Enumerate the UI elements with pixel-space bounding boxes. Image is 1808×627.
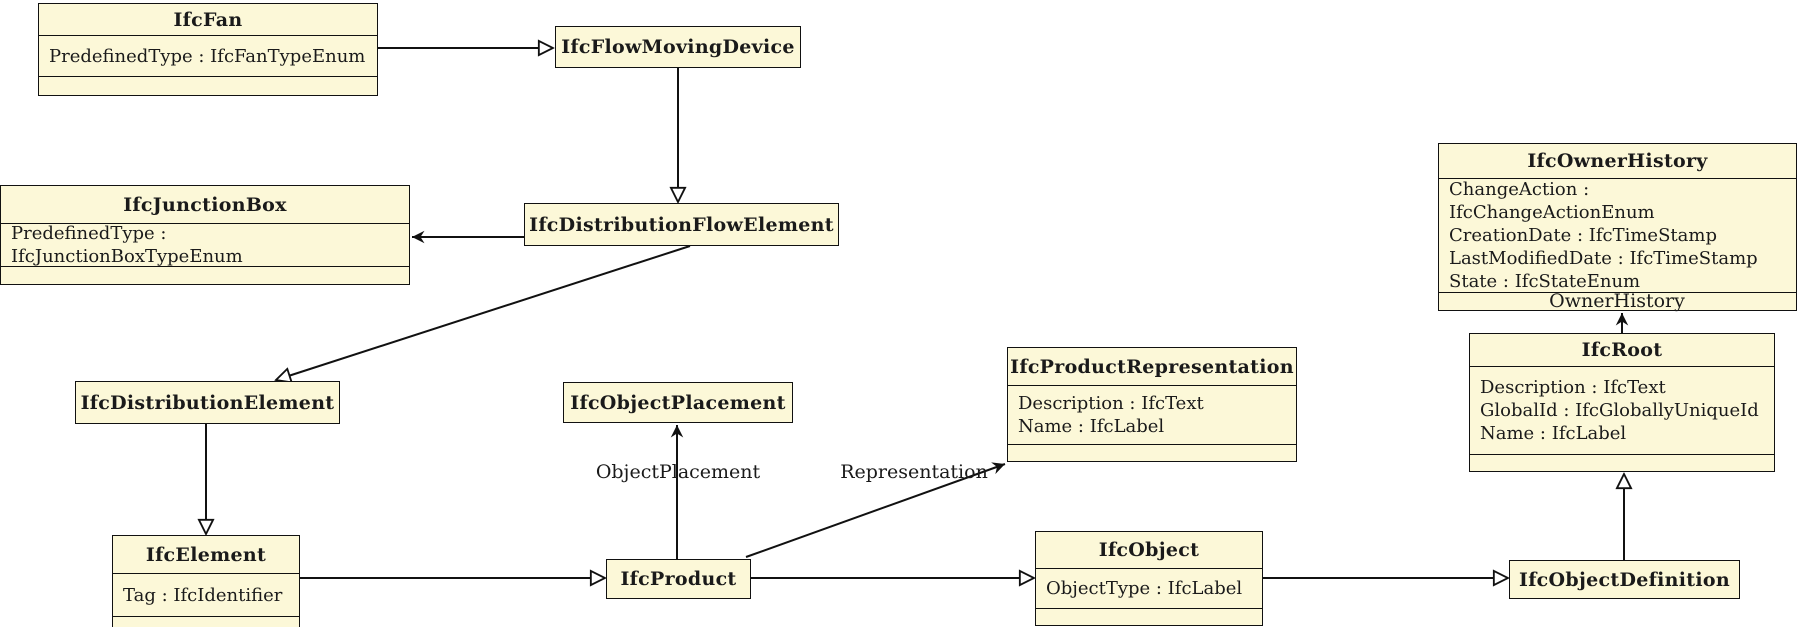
class-attribute: Tag : IfcIdentifier: [123, 584, 283, 606]
edge-label-representation: Representation: [840, 461, 988, 483]
class-ifcflowmovingdevice: IfcFlowMovingDevice: [555, 26, 801, 68]
class-attribute: Name : IfcLabel: [1480, 423, 1627, 444]
class-title: IfcProduct: [620, 568, 737, 590]
class-attributes: PredefinedType : IfcJunctionBoxTypeEnum: [1, 223, 409, 267]
class-ifcobjectdefinition: IfcObjectDefinition: [1509, 560, 1740, 599]
class-attributes: ChangeAction : IfcChangeActionEnum Creat…: [1439, 178, 1796, 292]
edge-ifcdistributionflowelement-ifcdistributionelement: [276, 245, 691, 380]
empty-compartment: [1470, 454, 1774, 471]
class-ifcroot: IfcRoot Description : IfcText GlobalId :…: [1469, 333, 1775, 472]
class-attribute: LastModifiedDate : IfcTimeStamp: [1449, 248, 1758, 269]
class-attributes: PredefinedType : IfcFanTypeEnum: [39, 35, 377, 76]
class-title: IfcObjectDefinition: [1519, 568, 1730, 591]
class-title: IfcObject: [1098, 539, 1200, 561]
class-attribute: State : IfcStateEnum: [1449, 271, 1641, 292]
class-attribute: Description : IfcText: [1480, 377, 1666, 398]
class-ifcproductrepresentation: IfcProductRepresentation Description : I…: [1007, 347, 1297, 462]
class-attributes: Description : IfcText GlobalId : IfcGlob…: [1470, 366, 1774, 454]
class-attributes: Description : IfcText Name : IfcLabel: [1008, 385, 1296, 444]
class-ifcfan: IfcFan PredefinedType : IfcFanTypeEnum: [38, 3, 378, 96]
class-title: IfcDistributionElement: [80, 391, 335, 414]
empty-compartment: [39, 76, 377, 95]
class-title: IfcFlowMovingDevice: [561, 36, 795, 58]
class-attribute: GlobalId : IfcGloballyUniqueId: [1480, 400, 1759, 421]
class-attribute: ObjectType : IfcLabel: [1046, 578, 1243, 599]
class-attributes: ObjectType : IfcLabel: [1036, 568, 1262, 608]
class-title: IfcElement: [145, 543, 267, 566]
class-title: IfcProductRepresentation: [1010, 355, 1294, 378]
edge-ifcproduct-ifcproductrepresentation: [745, 462, 1006, 558]
class-attribute: PredefinedType : IfcFanTypeEnum: [49, 45, 366, 67]
empty-compartment: [1439, 292, 1796, 310]
empty-compartment: [1, 266, 409, 284]
class-ifcobjectplacement: IfcObjectPlacement: [563, 382, 793, 423]
class-ifcproduct: IfcProduct: [606, 559, 751, 599]
class-ifcdistributionelement: IfcDistributionElement: [75, 381, 340, 424]
edge-label-ownerhistory: OwnerHistory: [1549, 290, 1685, 312]
class-ifcjunctionbox: IfcJunctionBox PredefinedType : IfcJunct…: [0, 185, 410, 285]
class-attribute: Description : IfcText: [1018, 393, 1204, 414]
class-ifcownerhistory: IfcOwnerHistory ChangeAction : IfcChange…: [1438, 143, 1797, 311]
class-title: IfcOwnerHistory: [1527, 150, 1708, 172]
class-attribute: CreationDate : IfcTimeStamp: [1449, 225, 1717, 246]
class-ifcobject: IfcObject ObjectType : IfcLabel: [1035, 531, 1263, 626]
edge-label-objectplacement: ObjectPlacement: [595, 461, 761, 483]
class-title: IfcJunctionBox: [123, 193, 287, 216]
class-attribute: ChangeAction : IfcChangeActionEnum: [1449, 179, 1655, 223]
class-title: IfcObjectPlacement: [570, 391, 786, 414]
empty-compartment: [1008, 444, 1296, 461]
class-ifcelement: IfcElement Tag : IfcIdentifier: [112, 535, 300, 627]
empty-compartment: [1036, 608, 1262, 625]
empty-compartment: [113, 616, 299, 627]
class-title: IfcDistributionFlowElement: [529, 213, 834, 236]
class-attributes: Tag : IfcIdentifier: [113, 573, 299, 616]
class-title: IfcFan: [173, 8, 243, 31]
class-ifcdistributionflowelement: IfcDistributionFlowElement: [524, 203, 839, 246]
class-title: IfcRoot: [1581, 339, 1663, 361]
class-attribute: PredefinedType : IfcJunctionBoxTypeEnum: [11, 223, 243, 267]
class-attribute: Name : IfcLabel: [1018, 416, 1165, 437]
